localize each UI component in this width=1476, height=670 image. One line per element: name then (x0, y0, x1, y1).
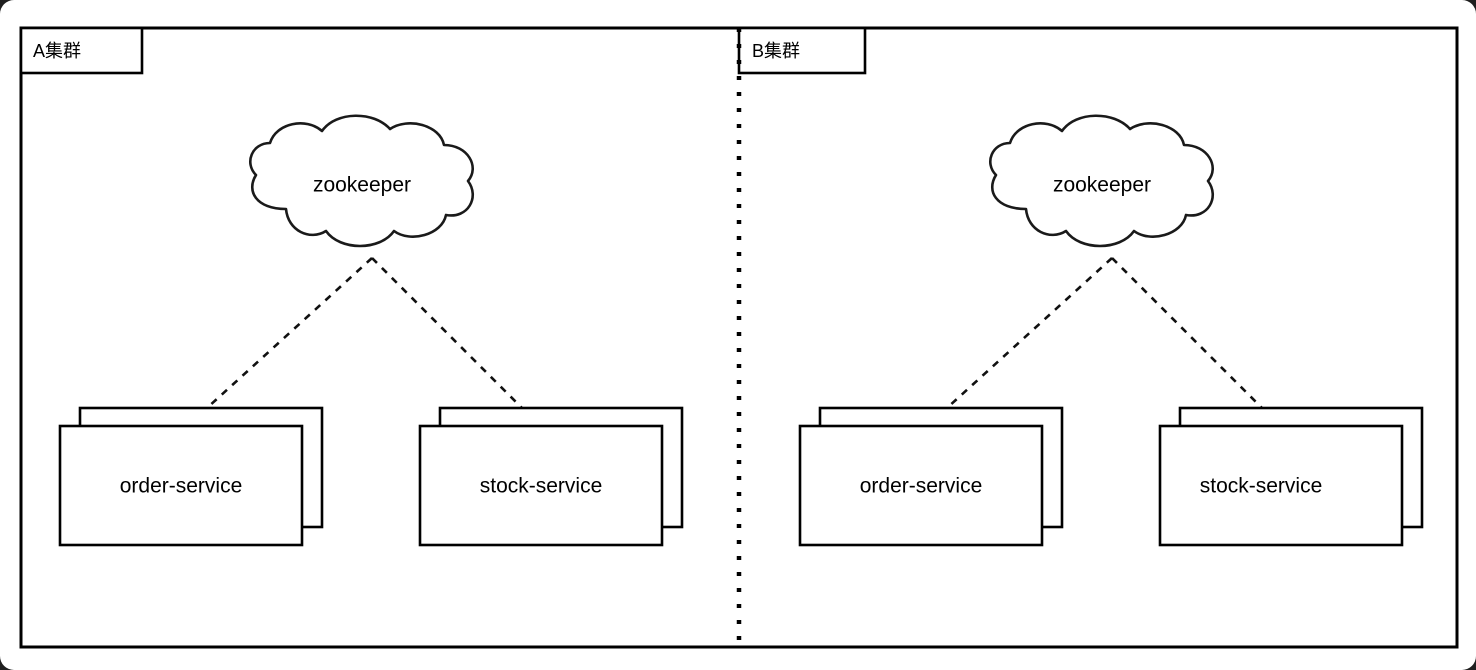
zookeeper-cloud-b: zookeeper (988, 114, 1215, 248)
cluster-a: A集群 zookeeper order-service stock-servic… (19, 26, 684, 547)
link-zookeeper-b-to-order-service-b (946, 257, 1113, 409)
order-service-b-front-rect (798, 424, 1044, 547)
link-zookeeper-b-to-stock-service-b (1111, 257, 1263, 409)
link-zookeeper-a-to-order-service-a (206, 257, 373, 409)
cluster-b-label-box (737, 26, 867, 75)
stock-service-a-node: stock-service (418, 406, 684, 547)
stock-service-a-label: stock-service (480, 475, 603, 498)
order-service-a-node: order-service (58, 406, 324, 547)
stock-service-b-node: stock-service (1158, 406, 1424, 547)
order-service-a-front-rect (58, 424, 304, 547)
zookeeper-a-label: zookeeper (313, 174, 411, 197)
stock-service-b-label: stock-service (1200, 475, 1323, 498)
zookeeper-b-label: zookeeper (1053, 174, 1151, 197)
order-service-a-label: order-service (120, 475, 243, 498)
link-zookeeper-a-to-stock-service-a (371, 257, 523, 409)
stock-service-b-front-rect (1158, 424, 1404, 547)
cluster-b: B集群 zookeeper order-service stock-servic… (737, 26, 1424, 547)
order-service-b-node: order-service (798, 406, 1064, 547)
order-service-b-label: order-service (860, 475, 983, 498)
outer-frame (19, 26, 1459, 649)
zookeeper-cloud-a: zookeeper (248, 114, 475, 248)
cluster-a-label-box (19, 26, 144, 75)
stock-service-a-front-rect (418, 424, 664, 547)
cluster-a-label: A集群 (33, 41, 81, 61)
cluster-b-label: B集群 (752, 41, 800, 61)
